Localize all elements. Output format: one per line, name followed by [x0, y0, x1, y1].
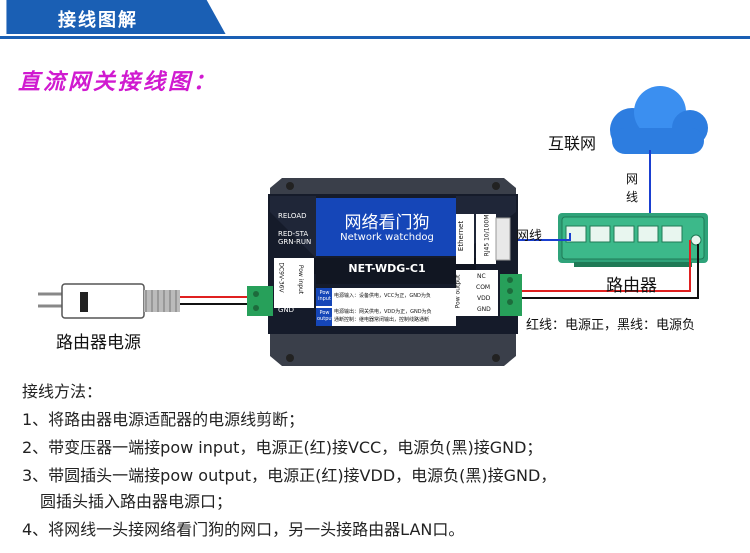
diagram-subtitle: 直流网关接线图： — [18, 69, 219, 95]
power-plug-icon — [38, 283, 180, 319]
header-title: 接线图解 — [58, 10, 138, 31]
header-tab — [6, 0, 226, 34]
device-title-cn: 网络看门狗 — [344, 213, 430, 233]
label-net-cable: 网线 — [516, 229, 543, 244]
note-line-3: 通断控制：继电器常闭输出，控制线路通断 — [334, 317, 430, 323]
input-terminal — [247, 286, 273, 316]
router-icon — [558, 213, 708, 267]
device-title-en: Network watchdog — [340, 232, 434, 243]
device-label-nc: NC — [477, 273, 486, 280]
label-wire-note: 红线：电源正，黑线：电源负 — [526, 318, 696, 333]
device-label-grn-run: GRN-RUN — [278, 238, 312, 246]
device-label-red-sta: RED-STA — [278, 230, 309, 238]
label-net-cable-v1: 网 — [626, 172, 639, 186]
device-label-pow-output: Pow output — [454, 274, 462, 309]
label-net-cable-v2: 线 — [626, 190, 639, 204]
method-title: 接线方法： — [22, 382, 103, 401]
device-label-reload: RELOAD — [278, 212, 307, 220]
device-label-gnd2: GND — [477, 306, 491, 313]
device-model: NET-WDG-C1 — [348, 262, 426, 275]
output-terminal — [500, 274, 522, 316]
note-tag-pow-in: Pow input — [318, 290, 331, 302]
method-step-2: 2、带变压器一端接pow input，电源正(红)接VCC，电源负(黑)接GND… — [22, 438, 543, 457]
device-label-com: COM — [476, 284, 491, 291]
wire-router-black — [522, 244, 699, 299]
method-step-4: 4、将网线一头接网络看门狗的网口，另一头接路由器LAN口。 — [22, 520, 465, 539]
device-label-vcc: VCC — [278, 294, 293, 302]
note-line-1: 电源输入：设备供电，VCC为正，GND为负 — [334, 293, 431, 299]
device-label-vdd: VDD — [477, 295, 491, 302]
method-step-3-cont: 圆插头插入路由器电源口； — [40, 492, 233, 511]
device-label-pow-input: Pow input — [297, 264, 305, 295]
header-divider — [0, 36, 750, 39]
cloud-icon — [610, 86, 708, 154]
wire-router-red — [522, 240, 691, 292]
label-router-power: 路由器电源 — [56, 333, 141, 353]
device-label-gnd: GND — [278, 306, 295, 314]
method-step-3: 3、带圆插头一端接pow output，电源正(红)接VDD，电源负(黑)接GN… — [22, 466, 557, 485]
label-internet: 互联网 — [548, 134, 597, 153]
note-line-2: 电源输出：网关供电，VDD为正，GND为负 — [334, 309, 432, 315]
device-label-power-block: DC9V-36V — [277, 262, 285, 293]
label-router: 路由器 — [606, 276, 657, 296]
device-label-ethernet: Ethernet — [457, 220, 466, 252]
method-step-1: 1、将路由器电源适配器的电源线剪断； — [22, 410, 305, 429]
cable-device-router — [510, 233, 571, 241]
wiring-diagram — [38, 86, 708, 366]
device-label-rj45: RJ45 10/100M — [483, 214, 491, 257]
note-tag-pow-out: Pow output — [317, 310, 334, 322]
